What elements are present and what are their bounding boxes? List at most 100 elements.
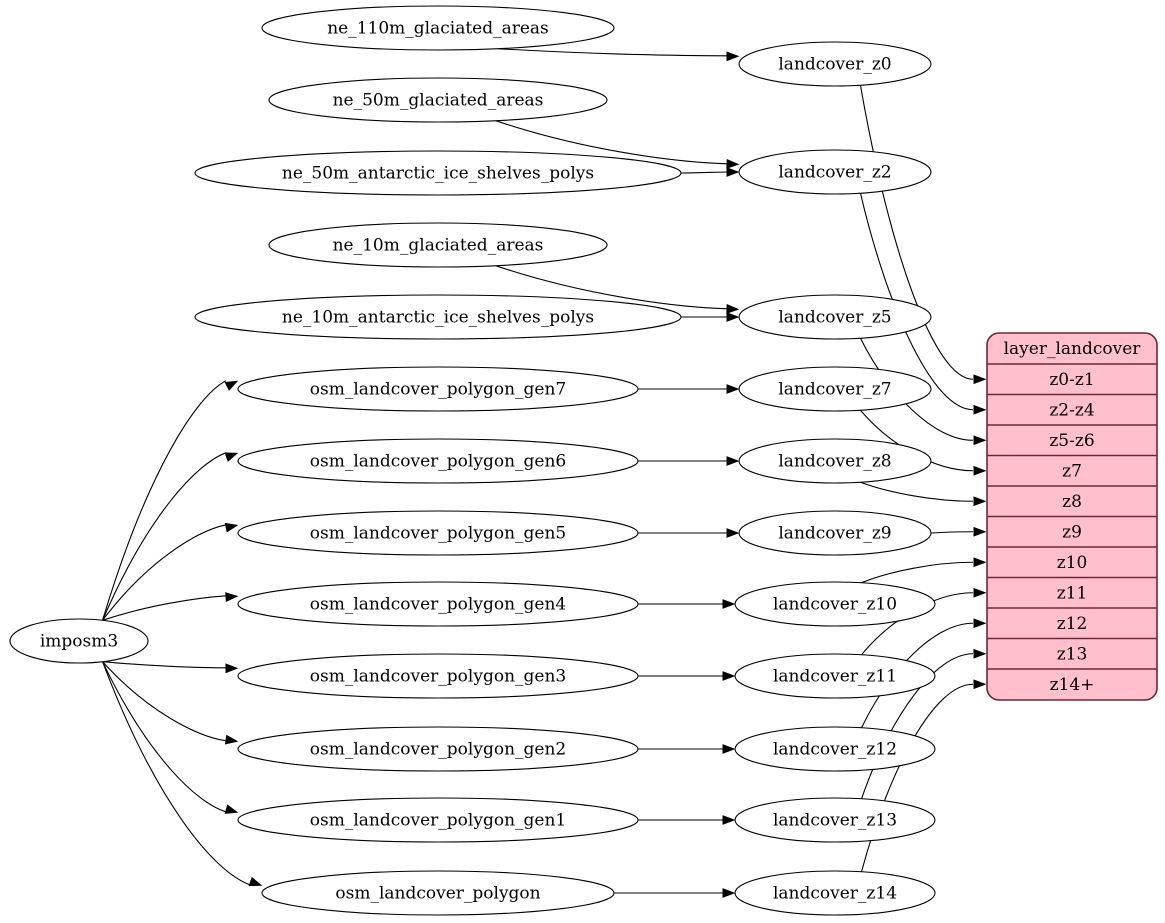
- record-row-z0-z1[interactable]: z0-z1: [1049, 370, 1094, 390]
- edge-landcover_z0-to-record: [859, 85, 974, 380]
- landcover-view-node-landcover_z2[interactable]: landcover_z2: [738, 149, 932, 195]
- node-ellipse[interactable]: [237, 797, 639, 843]
- node-ellipse[interactable]: [194, 150, 682, 196]
- node-ellipse[interactable]: [738, 149, 932, 195]
- node-ellipse[interactable]: [738, 366, 932, 412]
- edge-arrowhead: [973, 465, 987, 476]
- osm-table-node-osm_landcover_polygon_gen4[interactable]: osm_landcover_polygon_gen4: [237, 581, 639, 627]
- source-node-imposm3[interactable]: imposm3: [9, 618, 149, 664]
- edge-arrowhead: [973, 618, 987, 629]
- osm-table-node-osm_landcover_polygon_gen6[interactable]: osm_landcover_polygon_gen6: [237, 438, 639, 484]
- node-label: ne_50m_antarctic_ice_shelves_polys: [282, 164, 594, 184]
- node-label: imposm3: [40, 632, 118, 652]
- node-ellipse[interactable]: [237, 366, 639, 412]
- node-ellipse[interactable]: [738, 41, 932, 87]
- node-ellipse[interactable]: [734, 653, 936, 699]
- node-ellipse[interactable]: [734, 581, 936, 627]
- edge-imposm3-osm_landcover_polygon_gen2: [102, 661, 227, 742]
- node-ellipse[interactable]: [261, 870, 615, 916]
- record-row-z2-z4[interactable]: z2-z4: [1049, 400, 1094, 420]
- edge-arrowhead: [722, 888, 736, 898]
- node-ellipse[interactable]: [237, 726, 639, 772]
- osm-table-node-osm_landcover_polygon[interactable]: osm_landcover_polygon: [261, 870, 615, 916]
- record-row-z13[interactable]: z13: [1057, 644, 1088, 664]
- landcover-view-node-landcover_z7[interactable]: landcover_z7: [738, 366, 932, 412]
- osm-table-node-osm_landcover_polygon_gen2[interactable]: osm_landcover_polygon_gen2: [237, 726, 639, 772]
- node-label: ne_50m_glaciated_areas: [333, 91, 544, 111]
- landcover-view-node-landcover_z8[interactable]: landcover_z8: [738, 438, 932, 484]
- node-ellipse[interactable]: [734, 726, 936, 772]
- node-ellipse[interactable]: [237, 581, 639, 627]
- edge-arrowhead: [973, 374, 987, 385]
- node-label: ne_10m_glaciated_areas: [333, 236, 544, 256]
- natural-earth-node-ne_110m_glaciated_areas[interactable]: ne_110m_glaciated_areas: [261, 5, 615, 51]
- node-label: landcover_z10: [773, 595, 897, 615]
- record-row-z7[interactable]: z7: [1062, 461, 1082, 481]
- record-row-z12[interactable]: z12: [1057, 614, 1088, 634]
- node-label: landcover_z11: [773, 667, 897, 687]
- landcover-view-node-landcover_z0[interactable]: landcover_z0: [738, 41, 932, 87]
- osm-table-node-osm_landcover_polygon_gen3[interactable]: osm_landcover_polygon_gen3: [237, 653, 639, 699]
- record-row-z5-z6[interactable]: z5-z6: [1049, 431, 1094, 451]
- node-label: landcover_z9: [778, 524, 891, 544]
- node-label: landcover_z13: [773, 811, 897, 831]
- node-ellipse[interactable]: [237, 438, 639, 484]
- node-ellipse[interactable]: [237, 510, 639, 556]
- node-ellipse[interactable]: [268, 222, 608, 268]
- edge-arrowhead: [726, 303, 740, 314]
- node-ellipse[interactable]: [738, 510, 932, 556]
- node-label: landcover_z2: [778, 163, 891, 183]
- node-ellipse[interactable]: [734, 870, 936, 916]
- osm-table-node-osm_landcover_polygon_gen5[interactable]: osm_landcover_polygon_gen5: [237, 510, 639, 556]
- record-row-z8[interactable]: z8: [1062, 492, 1082, 512]
- edge-ne_50m_glaciated_areas-landcover_z2: [495, 120, 728, 165]
- record-row-z10[interactable]: z10: [1057, 553, 1088, 573]
- landcover-view-node-landcover_z12[interactable]: landcover_z12: [734, 726, 936, 772]
- node-label: landcover_z8: [778, 452, 891, 472]
- edge-imposm3-osm_landcover_polygon_gen4: [102, 595, 227, 621]
- landcover-view-node-landcover_z14[interactable]: landcover_z14: [734, 870, 936, 916]
- edge-arrowhead: [224, 522, 239, 533]
- edge-arrowhead: [224, 804, 239, 814]
- node-ellipse[interactable]: [9, 618, 149, 664]
- edge-arrowhead: [722, 815, 736, 825]
- node-label: landcover_z7: [778, 380, 891, 400]
- natural-earth-node-ne_10m_glaciated_areas[interactable]: ne_10m_glaciated_areas: [268, 222, 608, 268]
- node-label: osm_landcover_polygon_gen5: [310, 524, 566, 544]
- node-label: landcover_z5: [778, 308, 891, 328]
- landcover-view-node-landcover_z10[interactable]: landcover_z10: [734, 581, 936, 627]
- record-row-z11[interactable]: z11: [1057, 583, 1088, 603]
- edge-landcover_z10-to-record: [861, 561, 974, 584]
- nodes-layer: imposm3 ne_110m_glaciated_areas ne_50m_gla…: [9, 5, 936, 916]
- edge-imposm3-osm_landcover_polygon: [102, 661, 251, 886]
- edge-arrowhead: [973, 587, 987, 598]
- edge-arrowhead: [225, 663, 239, 674]
- edge-arrowhead: [248, 876, 263, 887]
- natural-earth-node-ne_10m_antarctic_ice_shelves_polys[interactable]: ne_10m_antarctic_ice_shelves_polys: [194, 294, 682, 340]
- edge-landcover_z2-to-record: [859, 193, 974, 411]
- record-row-z14+[interactable]: z14+: [1050, 675, 1095, 695]
- edge-arrowhead: [973, 496, 987, 507]
- landcover-view-node-landcover_z13[interactable]: landcover_z13: [734, 797, 936, 843]
- edge-ne_10m_glaciated_areas-landcover_z5: [495, 265, 728, 310]
- osm-table-node-osm_landcover_polygon_gen7[interactable]: osm_landcover_polygon_gen7: [237, 366, 639, 412]
- landcover-view-node-landcover_z11[interactable]: landcover_z11: [734, 653, 936, 699]
- osm-table-node-osm_landcover_polygon_gen1[interactable]: osm_landcover_polygon_gen1: [237, 797, 639, 843]
- node-label: osm_landcover_polygon_gen3: [310, 667, 566, 687]
- node-ellipse[interactable]: [194, 294, 682, 340]
- natural-earth-node-ne_50m_glaciated_areas[interactable]: ne_50m_glaciated_areas: [268, 77, 608, 123]
- record-row-z9[interactable]: z9: [1062, 522, 1082, 542]
- edge-arrowhead: [722, 744, 736, 754]
- node-ellipse[interactable]: [738, 438, 932, 484]
- natural-earth-node-ne_50m_antarctic_ice_shelves_polys[interactable]: ne_50m_antarctic_ice_shelves_polys: [194, 150, 682, 196]
- landcover-view-node-landcover_z9[interactable]: landcover_z9: [738, 510, 932, 556]
- node-ellipse[interactable]: [738, 294, 932, 340]
- node-ellipse[interactable]: [237, 653, 639, 699]
- node-ellipse[interactable]: [261, 5, 615, 51]
- node-ellipse[interactable]: [268, 77, 608, 123]
- landcover-view-node-landcover_z5[interactable]: landcover_z5: [738, 294, 932, 340]
- edge-imposm3-osm_landcover_polygon_gen1: [102, 661, 227, 813]
- node-ellipse[interactable]: [734, 797, 936, 843]
